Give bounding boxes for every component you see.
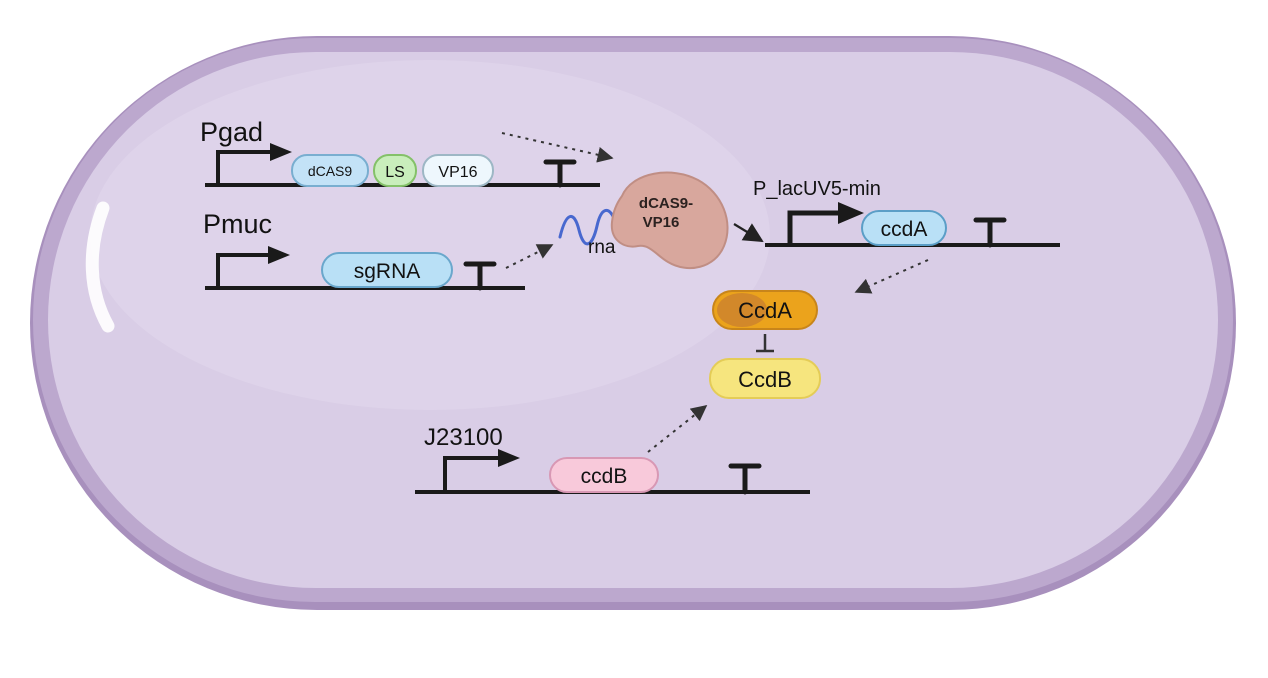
dotted-arrow-ccda-gene-to-protein: [854, 259, 929, 294]
construct-pmuc: Pmuc sgRNA: [203, 209, 525, 291]
promoter-label-placuv5: P_lacUV5-min: [753, 178, 881, 200]
terminator-pgad: [543, 159, 577, 188]
gene-box-dcas9: [291, 154, 369, 187]
gene-box-vp16: [422, 154, 494, 187]
gene-label-sgrna: sgRNA: [354, 260, 421, 283]
gene-box-ccdb: [549, 457, 659, 493]
promoter-arrowhead-placuv5: [838, 202, 864, 224]
rna-transcript: rna: [558, 209, 616, 258]
relation-arrows: [501, 132, 929, 453]
terminator-pmuc: [463, 261, 497, 291]
construct-j23100: J23100 ccdB: [415, 424, 810, 495]
gene-box-ccda: [861, 210, 947, 246]
gene-box-sgrna: [321, 252, 453, 288]
cell-highlight-crescent: [85, 201, 115, 333]
complex-label-line2: VP16: [643, 214, 680, 231]
inhibition-bar-ccda-ccdb: [756, 334, 774, 353]
promoter-label-pgad: Pgad: [200, 117, 263, 147]
rna-squiggle: [558, 209, 616, 246]
gene-label-ls: LS: [385, 164, 405, 181]
construct-placuv5: P_lacUV5-min ccdA: [753, 178, 1060, 248]
gene-label-dcas9: dCAS9: [308, 163, 353, 179]
gene-label-vp16: VP16: [438, 164, 477, 181]
gene-label-ccda: ccdA: [881, 218, 928, 241]
promoter-arrowhead-j23100: [498, 449, 520, 467]
solid-arrow-complex-to-placuv5: [733, 223, 764, 243]
complex-blob-shape: [610, 171, 729, 270]
gene-box-ls: [373, 154, 417, 187]
terminator-j23100: [728, 463, 762, 495]
promoter-arrow-pmuc: [216, 253, 270, 288]
dcas9-vp16-complex: dCAS9- VP16: [610, 171, 729, 270]
protein-label-ccda: CcdA: [738, 298, 792, 323]
ccda-protein-node: CcdA: [712, 290, 818, 330]
protein-ccda-shade: [717, 293, 767, 327]
dotted-arrow-sgrna-to-rna: [505, 244, 554, 269]
protein-box-ccdb: [709, 358, 821, 399]
terminator-placuv5: [973, 217, 1007, 248]
promoter-label-j23100: J23100: [424, 424, 503, 451]
promoter-arrow-j23100: [443, 456, 500, 492]
complex-label-line1: dCAS9-: [639, 195, 693, 212]
gene-label-ccdb: ccdB: [581, 465, 628, 488]
rna-label: rna: [588, 237, 616, 258]
construct-pgad: Pgad dCAS9 LS VP16: [200, 117, 600, 188]
promoter-arrowhead-pmuc: [268, 246, 290, 264]
promoter-label-pmuc: Pmuc: [203, 209, 272, 239]
dotted-arrow-pgad-to-complex: [501, 132, 614, 163]
promoter-arrow-pgad: [216, 150, 272, 185]
promoter-arrowhead-pgad: [270, 143, 292, 161]
promoter-arrow-placuv5: [787, 210, 840, 245]
ccdb-protein-node: CcdB: [709, 358, 821, 399]
protein-label-ccdb: CcdB: [738, 367, 792, 392]
